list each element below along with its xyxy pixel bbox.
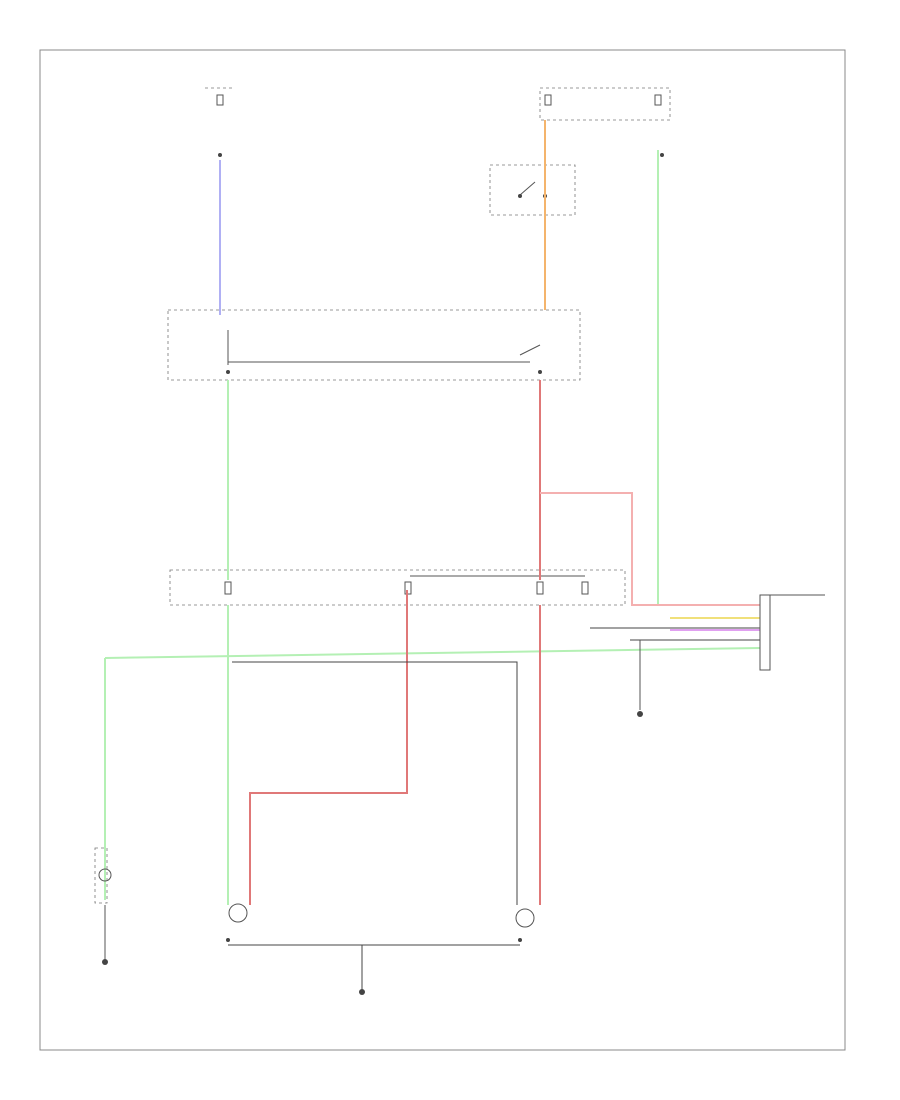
lamp-left [94,847,112,965]
ground-right-symbol [637,640,643,717]
wire-pink-loop [540,492,760,606]
diagram-border [39,49,846,1051]
relay-module [167,309,581,381]
headlamp-right [515,908,535,942]
ground-center-symbol [359,989,365,995]
wire-red-left [249,590,408,905]
connector-bus [590,594,825,671]
switch-upper [489,164,576,216]
fuse-junction-box [169,569,626,606]
wire-green-horizontal [104,647,761,659]
headlamp-left [226,903,248,942]
fuse-box-right [539,87,671,157]
fuse-box-left [205,87,235,157]
wire-black-right [232,661,518,905]
